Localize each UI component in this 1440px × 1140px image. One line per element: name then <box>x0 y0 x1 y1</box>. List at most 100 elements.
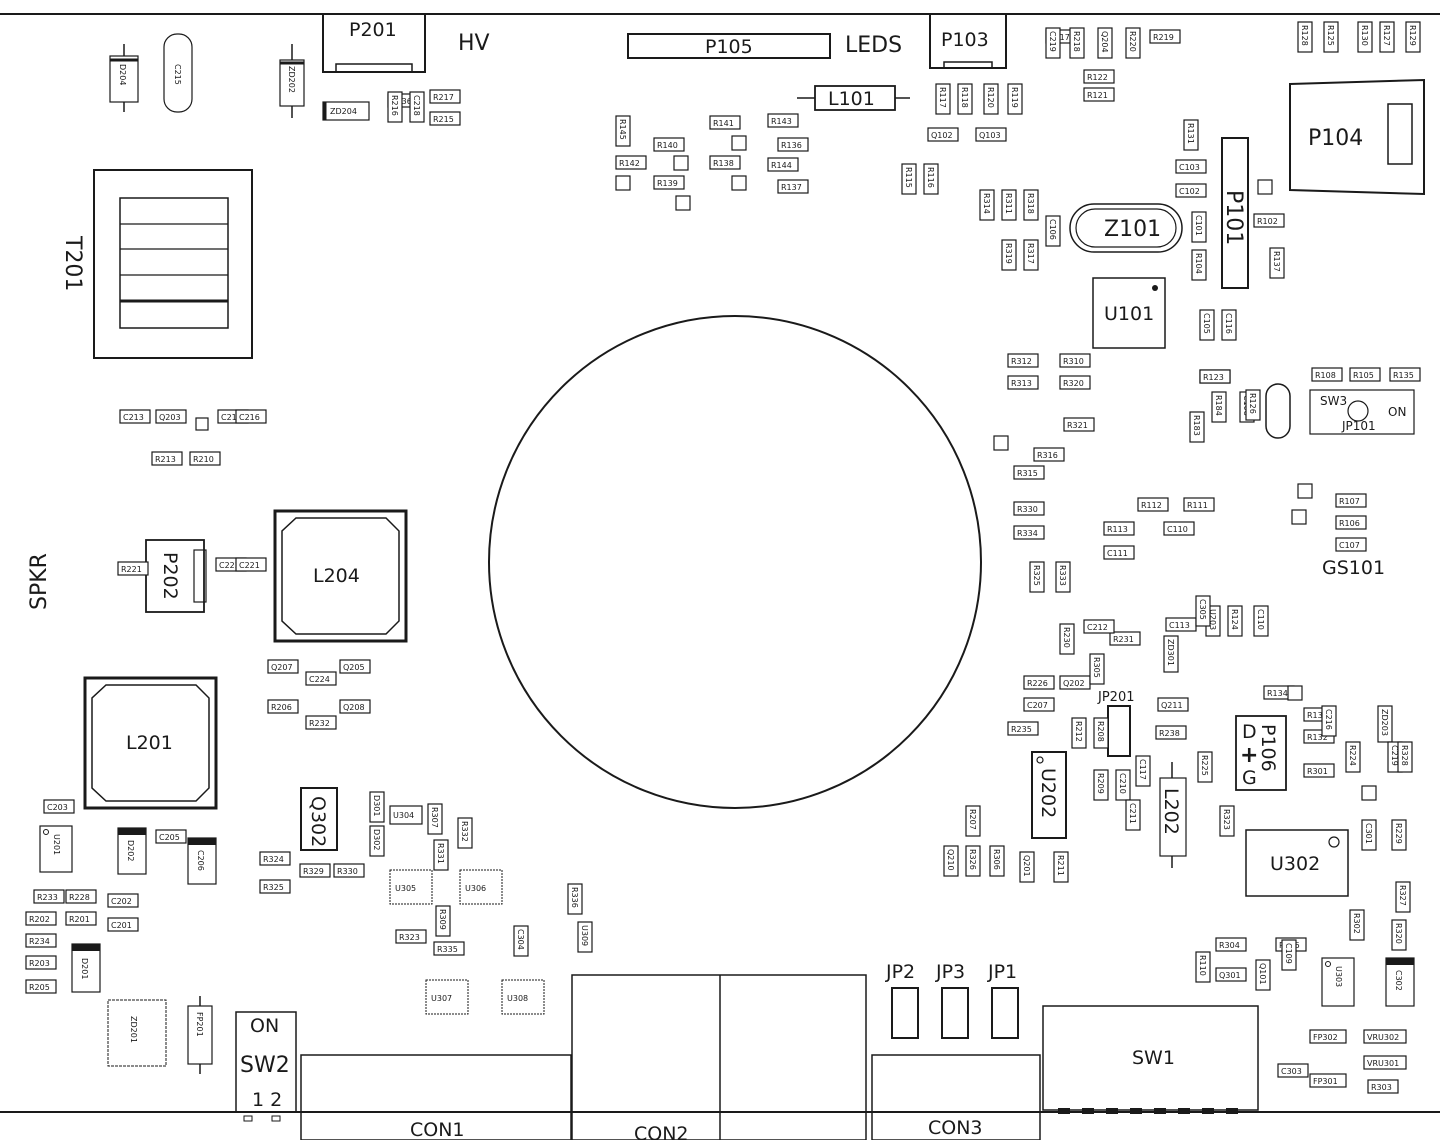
smd-r217: R217 <box>429 89 461 104</box>
connector-p201: P201 <box>322 13 426 73</box>
label-on-sw2: ON <box>250 1015 279 1037</box>
smd-q208: Q208 <box>339 699 371 714</box>
svg-text:R213: R213 <box>155 455 176 464</box>
svg-text:C305: C305 <box>1198 599 1207 620</box>
smd-q103: Q103 <box>975 127 1007 142</box>
smd-r130: R130 <box>1357 21 1373 53</box>
label-jp2: JP2 <box>885 961 915 983</box>
label-l204: L204 <box>313 565 360 587</box>
svg-text:R316: R316 <box>1037 451 1058 460</box>
smd-r232: R232 <box>305 715 337 730</box>
svg-text:C111: C111 <box>1107 549 1128 558</box>
svg-text:C302: C302 <box>1394 970 1403 991</box>
svg-text:R184: R184 <box>1214 395 1223 416</box>
crystal-z101: Z101 <box>1069 203 1183 253</box>
smd-zd301: ZD301 <box>1163 635 1179 673</box>
smd-vru301: VRU301 <box>1363 1055 1407 1070</box>
smd-r220: R220 <box>1125 27 1141 59</box>
svg-text:U305: U305 <box>395 884 416 893</box>
smd-r210: R210 <box>189 451 221 466</box>
label-l201: L201 <box>126 732 173 754</box>
svg-text:U309: U309 <box>580 925 589 946</box>
svg-text:R226: R226 <box>1027 679 1048 688</box>
smd-r331: R331 <box>433 839 449 871</box>
svg-text:R329: R329 <box>303 867 324 876</box>
smd-r323: R323 <box>1219 805 1235 837</box>
smd-c101: C101 <box>1191 211 1207 243</box>
svg-text:C303: C303 <box>1281 1067 1302 1076</box>
svg-text:R319: R319 <box>1004 243 1013 264</box>
smd-r131: R131 <box>1183 119 1199 151</box>
svg-text:R325: R325 <box>263 883 284 892</box>
svg-text:R309: R309 <box>438 909 447 930</box>
label-jp1: JP1 <box>987 961 1017 983</box>
svg-text:C107: C107 <box>1339 541 1360 550</box>
svg-text:R332: R332 <box>460 821 469 842</box>
smd-r117: R117 <box>935 83 951 115</box>
smd-r141: R141 <box>709 115 741 130</box>
svg-text:R232: R232 <box>309 719 330 728</box>
smd-r334: R334 <box>1013 525 1045 540</box>
smd-r315: R315 <box>1013 465 1045 480</box>
smd-r335: R335 <box>433 941 465 956</box>
smd-c221: C221 <box>235 557 267 572</box>
smd-r330: R330 <box>1013 501 1045 516</box>
svg-text:ZD201: ZD201 <box>129 1016 138 1043</box>
svg-text:Q103: Q103 <box>979 131 1001 140</box>
svg-text:C221: C221 <box>239 561 260 570</box>
svg-text:R314: R314 <box>982 193 991 214</box>
smd-d302: D302 <box>369 825 385 857</box>
smd-c102: C102 <box>1175 183 1207 198</box>
svg-text:R325: R325 <box>1032 565 1041 586</box>
svg-text:C301: C301 <box>1364 823 1373 844</box>
svg-text:C116: C116 <box>1224 313 1233 334</box>
svg-text:R134: R134 <box>1267 689 1288 698</box>
svg-text:C212: C212 <box>1087 623 1108 632</box>
svg-text:R107: R107 <box>1339 497 1360 506</box>
smd-c207: C207 <box>1023 697 1055 712</box>
smd-c218: C218 <box>409 91 425 123</box>
svg-text:D301: D301 <box>372 795 381 816</box>
label-l202: L202 <box>1160 788 1182 835</box>
svg-text:C201: C201 <box>111 921 132 930</box>
svg-text:D202: D202 <box>126 840 135 861</box>
smd-r326: R326 <box>965 845 981 877</box>
inductor-l202: L202 <box>1159 762 1187 868</box>
smd-r212: R212 <box>1071 717 1087 749</box>
smd-q203: Q203 <box>155 409 187 424</box>
smd-r202: R202 <box>25 911 57 926</box>
smd-r106: R106 <box>1335 515 1367 530</box>
svg-text:Q203: Q203 <box>159 413 181 422</box>
smd-r325: R325 <box>259 879 291 894</box>
svg-text:R225: R225 <box>1200 755 1209 776</box>
smd-r327: R327 <box>1395 881 1411 913</box>
smd-r333: R333 <box>1055 561 1071 593</box>
smd-r102: R102 <box>1253 213 1285 228</box>
svg-text:R228: R228 <box>69 893 90 902</box>
smd-r207: R207 <box>965 805 981 837</box>
smd-q204: Q204 <box>1097 27 1113 59</box>
label-p106: P106 <box>1257 724 1279 772</box>
svg-text:R310: R310 <box>1063 357 1084 366</box>
label-p202: P202 <box>159 552 181 600</box>
label-gs101: GS101 <box>1322 557 1385 579</box>
smd-c205: C205 <box>155 829 187 844</box>
svg-text:R313: R313 <box>1011 379 1032 388</box>
smd-r231: R231 <box>1109 631 1141 646</box>
ic-u101: U101 <box>1092 277 1166 349</box>
smd-c117: C117 <box>1135 755 1151 787</box>
svg-text:R132: R132 <box>1307 733 1328 742</box>
smd-r306: R306 <box>989 845 1005 877</box>
svg-text:R212: R212 <box>1074 721 1083 742</box>
smd-r138: R138 <box>709 155 741 170</box>
svg-text:R221: R221 <box>121 565 142 574</box>
svg-text:C219: C219 <box>1390 745 1399 766</box>
smd-r120: R120 <box>983 83 999 115</box>
smd-c116: C116 <box>1221 309 1237 341</box>
svg-text:R124: R124 <box>1230 609 1239 630</box>
svg-text:FP201: FP201 <box>195 1012 204 1037</box>
smd-r108: R108 <box>1311 367 1343 382</box>
label-con3: CON3 <box>928 1117 983 1139</box>
svg-text:R135: R135 <box>1393 371 1414 380</box>
